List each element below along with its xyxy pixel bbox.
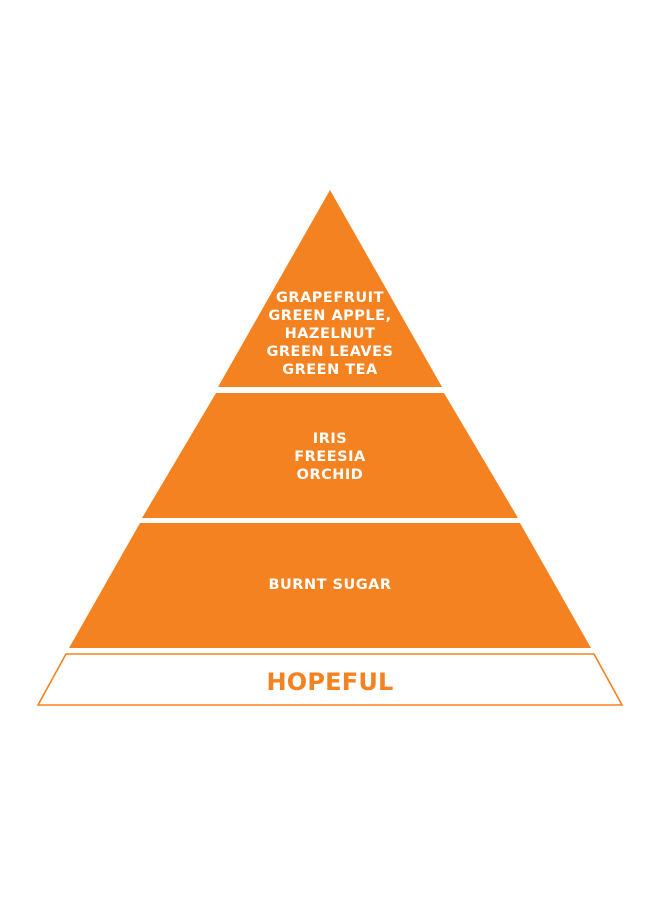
pyramid-tier-heart bbox=[142, 393, 518, 518]
top-notes-list: GRAPEFRUIT GREEN APPLE, HAZELNUT GREEN L… bbox=[266, 290, 393, 378]
pyramid-tier-top bbox=[218, 190, 442, 387]
pyramid-name-band bbox=[36, 653, 624, 706]
fragrance-name: HOPEFUL bbox=[266, 668, 393, 696]
note-label: HAZELNUT bbox=[285, 326, 376, 342]
heart-notes-list: IRIS FREESIA ORCHID bbox=[294, 431, 366, 483]
base-notes-list: BURNT SUGAR bbox=[268, 577, 391, 593]
pyramid-tier-base bbox=[69, 523, 591, 648]
note-label: BURNT SUGAR bbox=[268, 577, 391, 593]
note-label: GREEN APPLE, bbox=[268, 308, 391, 324]
note-label: GREEN TEA bbox=[282, 362, 378, 378]
note-label: GREEN LEAVES bbox=[266, 344, 393, 360]
note-label: FREESIA bbox=[294, 449, 366, 465]
note-label: ORCHID bbox=[297, 467, 364, 483]
note-label: GRAPEFRUIT bbox=[276, 290, 384, 306]
note-label: IRIS bbox=[313, 431, 347, 447]
